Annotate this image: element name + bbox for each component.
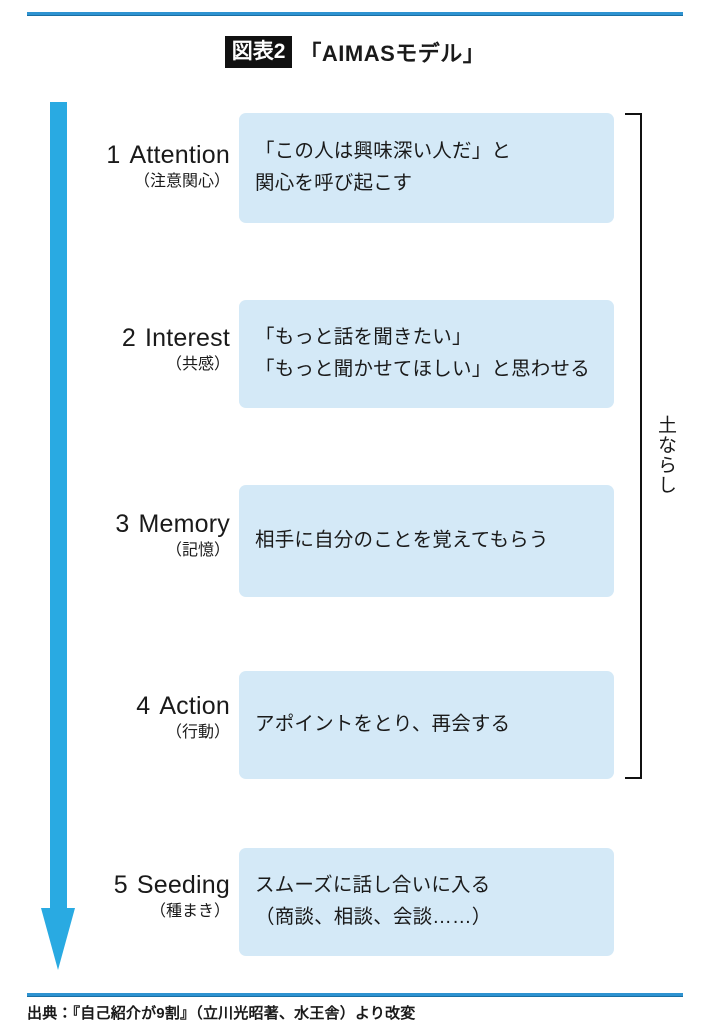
step-description-text-2: 「もっと話を聞きたい」 「もっと聞かせてほしい」と思わせる <box>255 326 590 380</box>
step-name-1: Attention <box>129 141 230 169</box>
step-reading-3: （記憶） <box>165 541 230 559</box>
step-number-4: 4 <box>136 692 151 720</box>
step-reading-4: （行動） <box>165 723 230 741</box>
step-description-box-5: スムーズに話し合いに入る （商談、相談、会談……） <box>239 848 614 956</box>
step-number-1: 1 <box>106 141 121 169</box>
step-label-1: 1 Attention （注意関心） <box>78 141 230 190</box>
grouping-bracket-label: 土ならし <box>655 415 676 495</box>
step-reading-1: （注意関心） <box>133 172 230 190</box>
figure-title-text: 「AIMASモデル」 <box>299 41 486 66</box>
step-number-2: 2 <box>121 324 137 352</box>
step-description-text-5: スムーズに話し合いに入る （商談、相談、会談……） <box>255 874 492 928</box>
step-description-text-1: 「この人は興味深い人だ」と 関心を呼び起こす <box>255 140 512 194</box>
downward-arrow-shaft <box>50 102 67 914</box>
grouping-bracket <box>625 113 642 779</box>
step-label-3: 3 Memory （記憶） <box>78 510 230 559</box>
step-title-2: 2 Interest <box>78 324 230 353</box>
step-name-4: Action <box>159 692 230 720</box>
step-description-box-4: アポイントをとり、再会する <box>239 671 614 779</box>
step-number-3: 3 <box>115 510 130 538</box>
step-label-4: 4 Action （行動） <box>78 692 230 741</box>
figure-number-badge: 図表2 <box>224 36 293 68</box>
step-description-box-1: 「この人は興味深い人だ」と 関心を呼び起こす <box>239 113 614 223</box>
bottom-divider-rule <box>27 993 683 996</box>
step-name-2: Interest <box>145 324 230 352</box>
step-title-5: 5 Seeding <box>78 871 230 900</box>
top-divider-rule <box>27 12 683 15</box>
figure-title: 図表2「AIMASモデル」 <box>0 36 710 68</box>
step-description-box-3: 相手に自分のことを覚えてもらう <box>239 485 614 597</box>
step-description-text-4: アポイントをとり、再会する <box>255 713 511 736</box>
step-title-4: 4 Action <box>78 692 230 721</box>
step-label-5: 5 Seeding （種まき） <box>78 871 230 920</box>
downward-arrow-head-icon <box>41 908 75 970</box>
step-reading-2: （共感） <box>165 355 230 373</box>
step-title-1: 1 Attention <box>78 141 230 170</box>
step-description-text-3: 相手に自分のことを覚えてもらう <box>255 529 549 552</box>
step-description-box-2: 「もっと話を聞きたい」 「もっと聞かせてほしい」と思わせる <box>239 300 614 408</box>
step-number-5: 5 <box>113 871 128 899</box>
step-name-5: Seeding <box>136 871 230 899</box>
step-title-3: 3 Memory <box>78 510 230 539</box>
step-reading-5: （種まき） <box>149 902 230 920</box>
step-label-2: 2 Interest （共感） <box>78 324 230 373</box>
step-name-3: Memory <box>138 510 230 538</box>
source-note: 出典：『自己紹介が9割』（立川光昭著、水王舎）より改変 <box>27 1005 416 1022</box>
